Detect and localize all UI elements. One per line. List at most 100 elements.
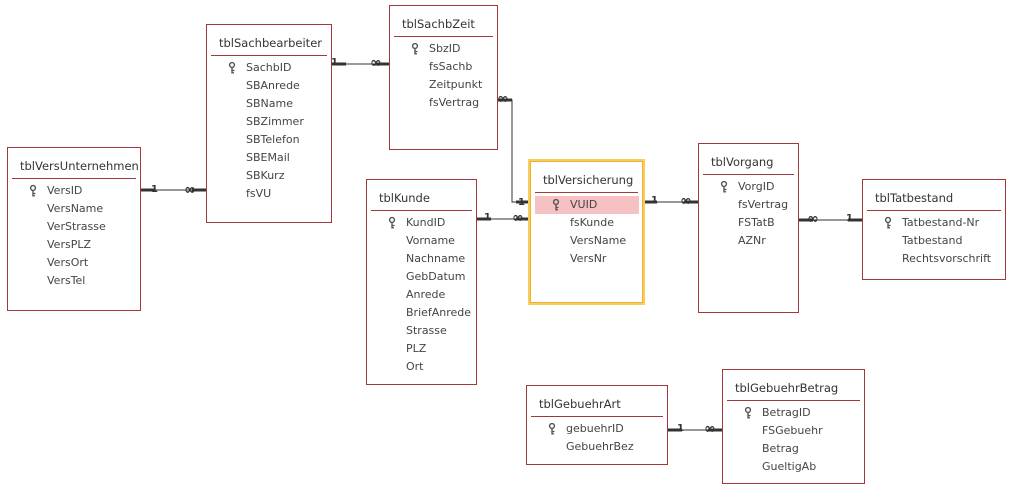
field-row[interactable]: VersOrt — [12, 254, 137, 272]
table-title[interactable]: tblSachbZeit — [402, 17, 475, 31]
field-name: VUID — [570, 198, 598, 211]
primary-key-field[interactable]: SachbID — [211, 59, 328, 77]
field-row[interactable]: VersTel — [12, 272, 137, 290]
field-row[interactable]: GebuehrBez — [531, 438, 664, 456]
field-row[interactable]: SBKurz — [211, 167, 328, 185]
field-row[interactable]: VersName — [12, 200, 137, 218]
field-row[interactable]: Ort — [371, 358, 473, 376]
field-name: Rechtsvorschrift — [902, 252, 992, 265]
field-name: GebDatum — [406, 270, 466, 283]
field-name: SBTelefon — [246, 133, 300, 146]
title-separator — [535, 192, 638, 193]
table-title[interactable]: tblVersicherung — [543, 173, 634, 187]
primary-key-field[interactable]: gebuehrID — [531, 420, 664, 438]
table-title[interactable]: tblGebuehrArt — [539, 397, 621, 411]
primary-key-icon — [552, 199, 560, 211]
primary-key-field[interactable]: BetragID — [727, 404, 861, 422]
field-row[interactable]: Nachname — [371, 250, 473, 268]
field-name: VersName — [47, 202, 104, 215]
field-row[interactable]: SBZimmer — [211, 113, 328, 131]
table-title[interactable]: tblKunde — [379, 191, 430, 205]
primary-key-field[interactable]: VUID — [535, 196, 639, 214]
field-row[interactable]: fsVertrag — [394, 94, 494, 112]
primary-key-icon — [29, 185, 37, 197]
field-name: VersID — [47, 184, 83, 197]
field-name: BriefAnrede — [406, 306, 472, 319]
primary-key-field[interactable]: VersID — [12, 182, 137, 200]
field-name: AZNr — [738, 234, 766, 247]
field-row[interactable]: FSGebuehr — [727, 422, 861, 440]
field-row[interactable]: fsSachb — [394, 58, 494, 76]
relationship-line-sz-vs[interactable] — [498, 99, 530, 203]
primary-key-field[interactable]: SbzID — [394, 40, 494, 58]
cardinality-many-label: ∞ — [807, 211, 819, 227]
field-name: fsSachb — [429, 60, 473, 73]
field-row[interactable]: Rechtsvorschrift — [867, 250, 1002, 268]
field-row[interactable]: VersNr — [535, 250, 639, 268]
field-row[interactable]: Anrede — [371, 286, 473, 304]
table-title[interactable]: tblSachbearbeiter — [219, 36, 322, 50]
field-row[interactable]: Tatbestand — [867, 232, 1002, 250]
field-row[interactable]: BriefAnrede — [371, 304, 473, 322]
field-row[interactable]: SBEMail — [211, 149, 328, 167]
field-name: VersOrt — [47, 256, 89, 269]
table-title[interactable]: tblVersUnternehmen — [20, 159, 139, 173]
field-name: fsVertrag — [429, 96, 480, 109]
field-row[interactable]: GueltigAb — [727, 458, 861, 476]
primary-key-icon — [884, 217, 892, 229]
primary-key-icon — [411, 43, 419, 55]
field-name: VersNr — [570, 252, 607, 265]
field-row[interactable]: FSTatB — [703, 214, 795, 232]
field-row[interactable]: GebDatum — [371, 268, 473, 286]
field-row[interactable]: VerStrasse — [12, 218, 137, 236]
field-name: GebuehrBez — [566, 440, 634, 453]
field-row[interactable]: PLZ — [371, 340, 473, 358]
field-row[interactable]: Zeitpunkt — [394, 76, 494, 94]
table-title[interactable]: tblGebuehrBetrag — [735, 381, 839, 395]
field-name: Tatbestand — [902, 234, 963, 247]
field-row[interactable]: SBTelefon — [211, 131, 328, 149]
field-name: fsKunde — [570, 216, 614, 229]
cardinality-many-label: ∞ — [680, 193, 692, 209]
primary-key-icon — [744, 407, 752, 419]
field-name: SBKurz — [246, 169, 285, 182]
table-tblGebuehrArt[interactable]: tblGebuehrArt gebuehrID GebuehrBez — [526, 385, 668, 465]
primary-key-field[interactable]: Tatbestand-Nr — [867, 214, 1002, 232]
field-row[interactable]: fsVU — [211, 185, 328, 203]
field-row[interactable]: fsVertrag — [703, 196, 795, 214]
field-row[interactable]: Betrag — [727, 440, 861, 458]
primary-key-field[interactable]: VorgID — [703, 178, 795, 196]
field-name: fsVertrag — [738, 198, 789, 211]
primary-key-field[interactable]: KundID — [371, 214, 473, 232]
field-row[interactable]: Vorname — [371, 232, 473, 250]
field-row[interactable]: VersPLZ — [12, 236, 137, 254]
table-title[interactable]: tblTatbestand — [875, 191, 954, 205]
field-row[interactable]: AZNr — [703, 232, 795, 250]
cardinality-many-label: ∞ — [370, 55, 382, 71]
field-row[interactable]: SBName — [211, 95, 328, 113]
field-row[interactable]: VersName — [535, 232, 639, 250]
field-name: SBName — [246, 97, 293, 110]
field-name: VersPLZ — [47, 238, 91, 251]
title-separator — [211, 55, 327, 56]
title-separator — [703, 174, 794, 175]
field-row[interactable]: SBAnrede — [211, 77, 328, 95]
field-row[interactable]: fsKunde — [535, 214, 639, 232]
title-separator — [394, 36, 493, 37]
field-name: KundID — [406, 216, 446, 229]
table-title[interactable]: tblVorgang — [711, 155, 774, 169]
field-row[interactable]: Strasse — [371, 322, 473, 340]
field-name: PLZ — [406, 342, 427, 355]
field-name: gebuehrID — [566, 422, 624, 435]
cardinality-many-label: ∞ — [497, 91, 509, 107]
